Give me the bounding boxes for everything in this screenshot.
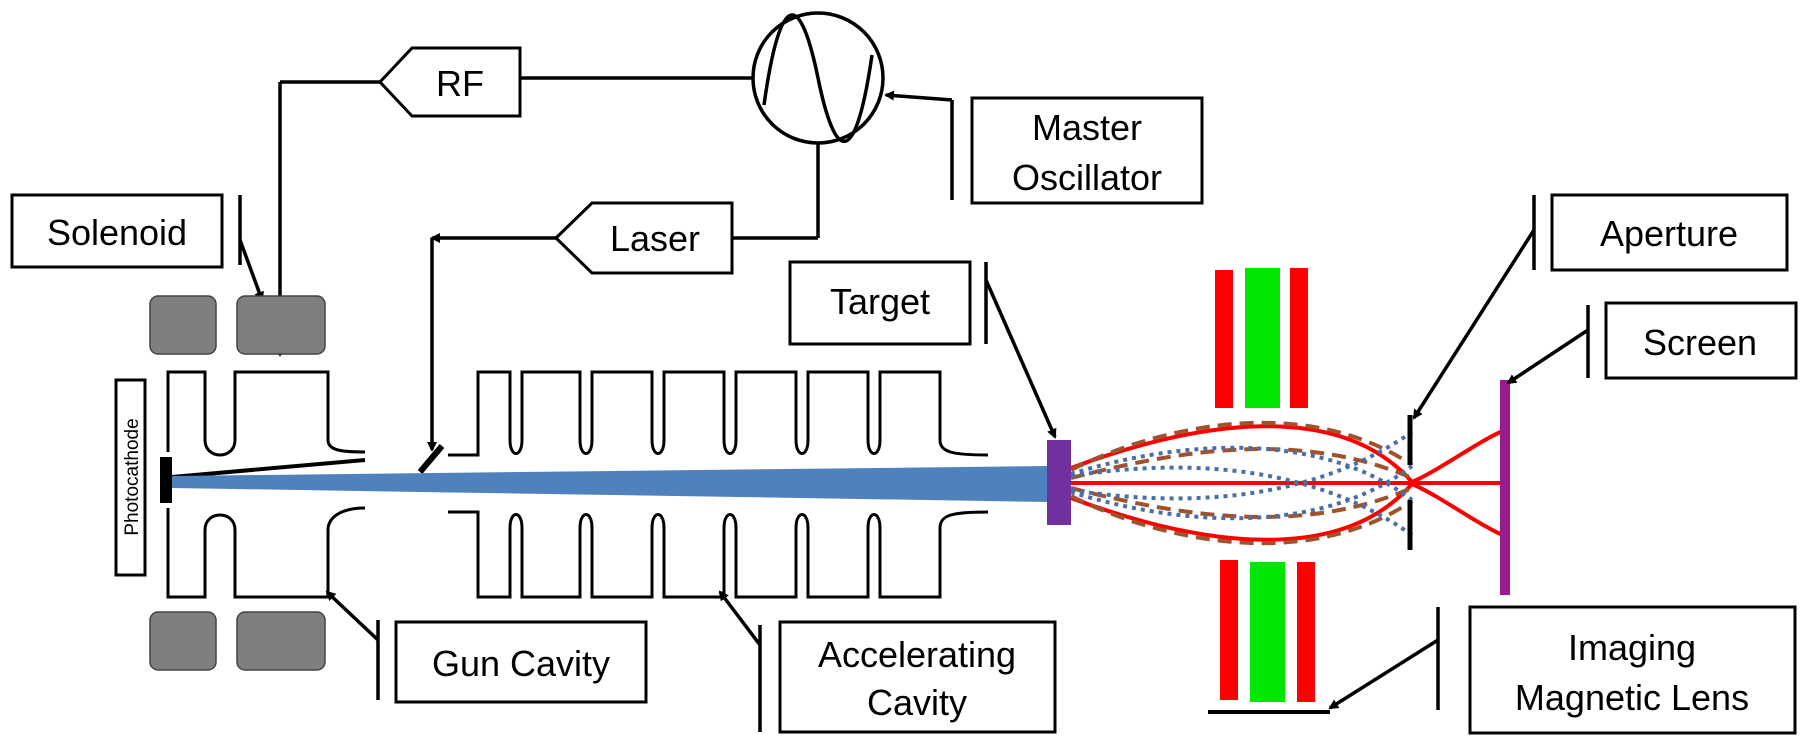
gun-cavity-label: Gun Cavity bbox=[432, 643, 610, 684]
imaging-lens bbox=[1208, 268, 1330, 714]
lens-coil-outer bbox=[1220, 560, 1238, 700]
sine-wave-icon bbox=[762, 13, 874, 144]
laser-wiring bbox=[427, 143, 820, 452]
ray-dashed bbox=[1070, 494, 1414, 546]
solenoid-label: Solenoid bbox=[47, 212, 187, 253]
cathode-plate bbox=[160, 457, 172, 503]
imaging-lens-callout: Imaging Magnetic Lens bbox=[1328, 605, 1797, 735]
target-callout: Target bbox=[788, 260, 1057, 439]
master-oscillator-label-line2: Oscillator bbox=[1012, 157, 1162, 198]
lens-coil-outer bbox=[1215, 270, 1233, 408]
photocathode-label: Photocathode bbox=[122, 418, 143, 535]
ray-dotted bbox=[1070, 430, 1414, 501]
ray-dashed bbox=[1070, 486, 1413, 519]
laser-beam-path bbox=[171, 444, 445, 479]
solenoid-coil bbox=[149, 611, 217, 671]
accelerating-cavity bbox=[448, 370, 989, 599]
electron-beam bbox=[172, 466, 1050, 502]
ray-dotted bbox=[1070, 465, 1414, 537]
ray-solid bbox=[1070, 424, 1506, 485]
rf-amplifier: RF bbox=[377, 46, 522, 118]
accelerating-cavity-label-line1: Accelerating bbox=[818, 634, 1016, 675]
target bbox=[1047, 440, 1071, 525]
screen bbox=[1500, 380, 1510, 595]
accelerating-cavity-callout: Accelerating Cavity bbox=[718, 590, 1057, 734]
solenoid-coils bbox=[149, 295, 326, 671]
ray-solid bbox=[1070, 481, 1506, 542]
imaging-lens-label-line2: Magnetic Lens bbox=[1515, 677, 1749, 718]
imaging-lens-label-line1: Imaging bbox=[1568, 627, 1696, 668]
solenoid-coil bbox=[236, 611, 326, 671]
screen-label: Screen bbox=[1643, 322, 1757, 363]
master-oscillator-callout: Master Oscillator bbox=[884, 90, 1204, 205]
laser-label: Laser bbox=[610, 218, 700, 259]
lens-coil-inner bbox=[1245, 268, 1280, 408]
laser-source: Laser bbox=[553, 201, 734, 275]
electron-rays bbox=[1070, 420, 1506, 546]
rf-label: RF bbox=[436, 63, 484, 104]
target-label: Target bbox=[830, 281, 930, 322]
gun-cavity-callout: Gun Cavity bbox=[325, 590, 648, 704]
master-oscillator-label-line1: Master bbox=[1032, 107, 1142, 148]
solenoid-coil bbox=[236, 295, 326, 355]
screen-callout: Screen bbox=[1506, 301, 1798, 385]
lens-coil-inner bbox=[1250, 562, 1285, 702]
ray-dotted bbox=[1070, 464, 1414, 521]
gun-cavity bbox=[166, 370, 366, 599]
solenoid-coil bbox=[149, 295, 217, 355]
solenoid-callout: Solenoid bbox=[10, 193, 264, 302]
laser-mirror bbox=[417, 444, 445, 474]
photocathode: Photocathode bbox=[114, 378, 172, 577]
aperture-label: Aperture bbox=[1600, 213, 1738, 254]
lens-coil-outer bbox=[1297, 562, 1315, 702]
ray-dotted bbox=[1070, 445, 1414, 502]
ray-dashed bbox=[1070, 420, 1414, 472]
aperture-callout: Aperture bbox=[1412, 193, 1789, 420]
lens-coil-outer bbox=[1290, 268, 1308, 408]
accelerating-cavity-label-line2: Cavity bbox=[867, 682, 967, 723]
master-oscillator bbox=[751, 11, 885, 145]
ray-dashed bbox=[1070, 447, 1413, 480]
